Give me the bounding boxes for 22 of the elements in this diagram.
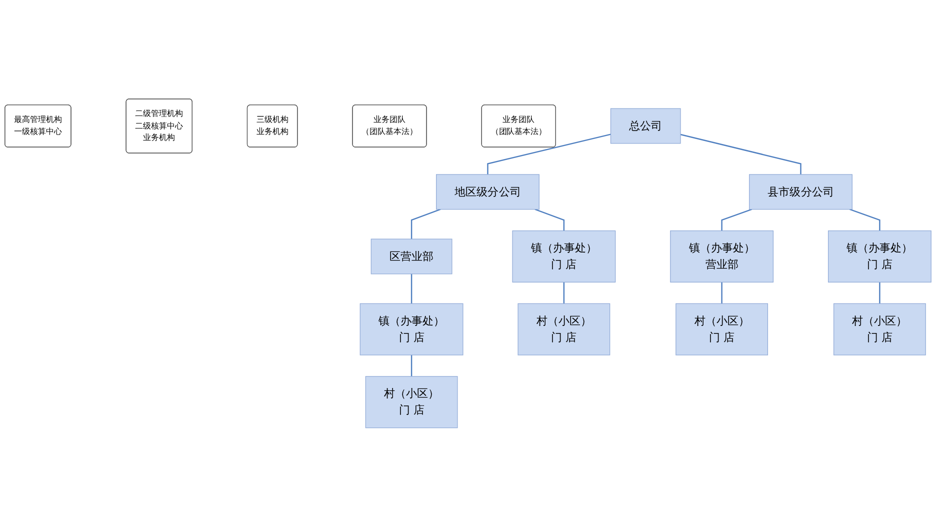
connector [680, 134, 802, 175]
connector [487, 134, 611, 175]
connector [879, 282, 880, 304]
node-box: 村（小区） 门 店 [676, 303, 768, 356]
connector [563, 282, 565, 304]
node-box: 镇（办事处） 营业部 [670, 230, 774, 283]
connector [534, 208, 565, 231]
node-box: 县市级分公司 [749, 174, 852, 210]
node-box: 镇（办事处） 门 店 [828, 230, 932, 283]
connector [721, 282, 722, 304]
connector [849, 208, 880, 231]
node-box: 镇（办事处） 门 店 [360, 303, 464, 356]
node-box: 区营业部 [370, 238, 452, 274]
node-box: 地区级分公司 [436, 174, 540, 210]
node-box: 总公司 [610, 108, 681, 144]
node-box: 村（小区） 门 店 [518, 303, 610, 356]
node-box: 镇（办事处） 门 店 [512, 230, 616, 283]
connector [721, 208, 752, 231]
node-box: 村（小区） 门 店 [834, 303, 926, 356]
connector [410, 355, 412, 377]
connector [410, 274, 412, 304]
node-box: 村（小区） 门 店 [365, 376, 458, 428]
